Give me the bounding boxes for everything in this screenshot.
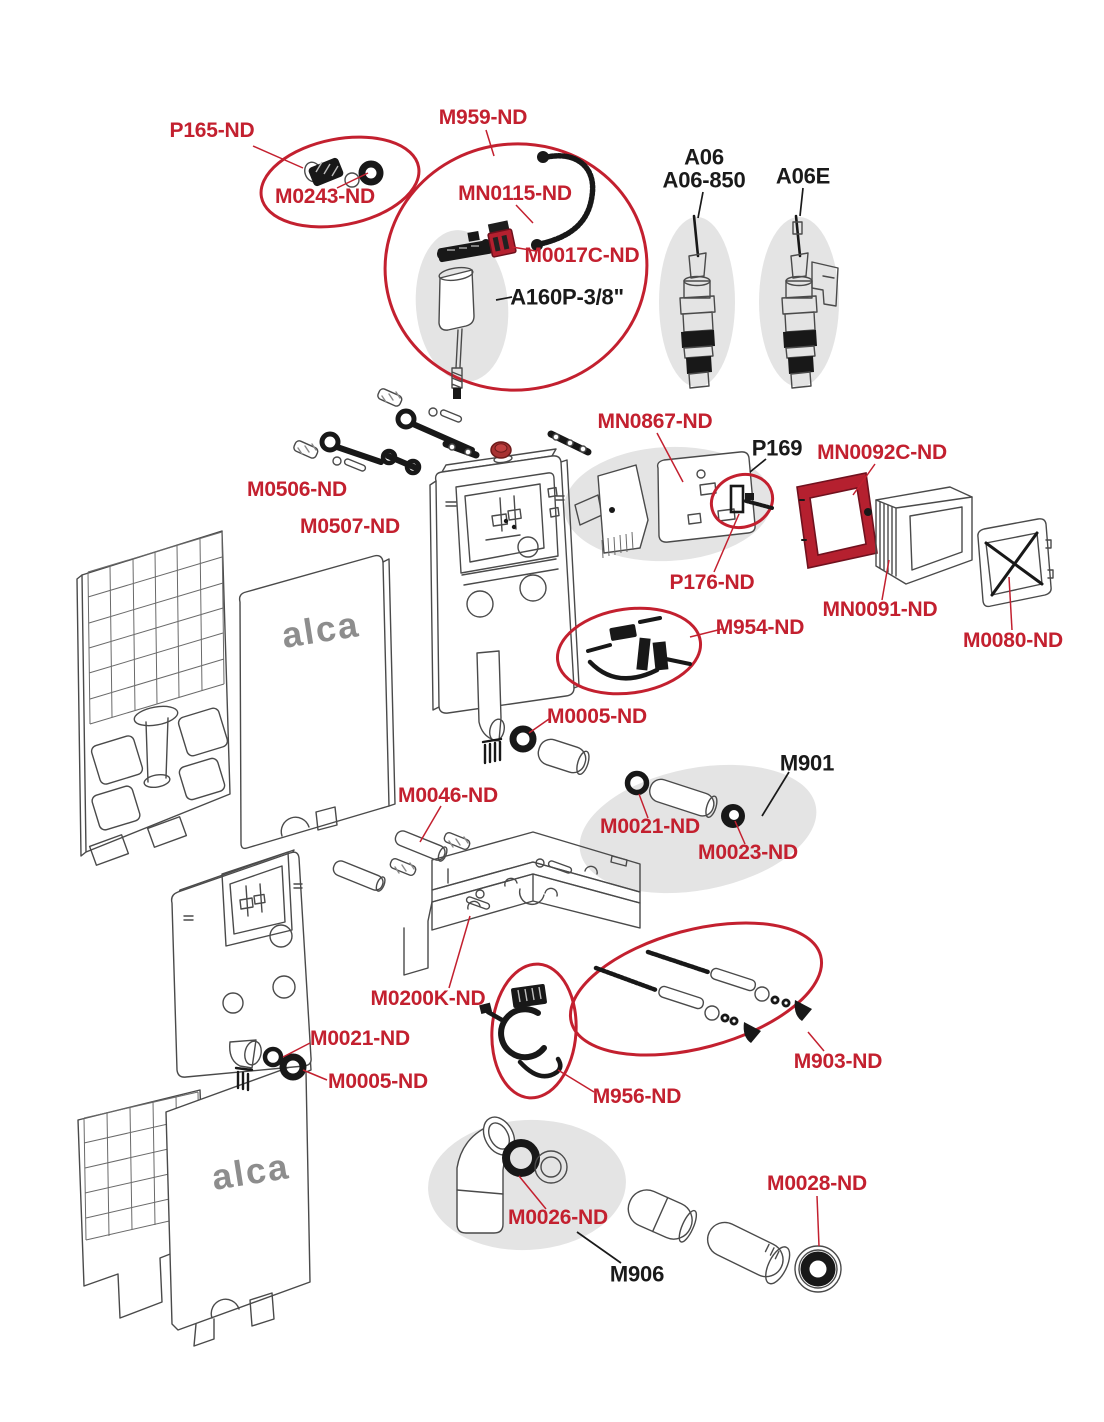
fill-valve-a160p: [437, 231, 493, 399]
red-ellipse-m954: [555, 606, 703, 696]
shadow-m901: [579, 764, 817, 894]
group-p165: [259, 135, 421, 229]
label-mn0091: MN0091-ND: [822, 597, 938, 621]
label-p165: P165-ND: [169, 118, 255, 142]
label-m0026: M0026-ND: [508, 1205, 608, 1229]
front-cover-bottom: alca: [165, 1054, 312, 1347]
label-m0017c: M0017C-ND: [524, 243, 640, 267]
label-m0021-lower: M0021-ND: [310, 1026, 410, 1050]
label-a160p: A160P-3/8": [510, 284, 624, 310]
red-ellipse-m959: [383, 142, 649, 392]
flush-elbow: [476, 650, 505, 765]
label-m0200k: M0200K-ND: [370, 986, 486, 1010]
red-cap: [490, 441, 512, 459]
label-p169: P169: [751, 435, 803, 461]
group-m903: [568, 921, 824, 1057]
hook-bolts: [319, 408, 475, 465]
cistern-lower: [170, 849, 312, 1092]
fitting-m0017c: [487, 220, 517, 258]
leader-lines-red: [252, 129, 1013, 1247]
label-m954: M954-ND: [715, 615, 805, 639]
part-mn0092c: [796, 472, 878, 569]
group-m0005-top: [509, 725, 590, 776]
part-m0080: [977, 518, 1054, 608]
part-p176: [729, 484, 774, 514]
label-mn0092c: MN0092C-ND: [817, 440, 947, 464]
insulation-panel-top: [76, 530, 231, 866]
label-a06-850: A06-850: [662, 167, 746, 193]
group-m901: [624, 770, 745, 828]
group-m956: [479, 962, 578, 1100]
inlet-hose-mn0115: [491, 151, 596, 253]
label-m959: M959-ND: [438, 105, 528, 129]
seal-m0026: [502, 1139, 540, 1177]
group-m954: [555, 606, 703, 696]
label-m0023: M0023-ND: [698, 840, 798, 864]
label-m0005-top: M0005-ND: [547, 704, 647, 728]
oring-m0243: [358, 160, 384, 186]
flush-elbow-lower: [229, 1039, 262, 1092]
group-m959: [383, 142, 649, 399]
label-m903: M903-ND: [793, 1049, 883, 1073]
label-p176: P176-ND: [669, 570, 755, 594]
label-m0506: M0506-ND: [247, 477, 347, 501]
connector-pipes: [627, 1189, 791, 1285]
shadow-a06e: [759, 217, 839, 387]
group-mn0867: [574, 451, 775, 559]
cartridge-a06e: [781, 214, 839, 389]
oring-m0021: [624, 770, 650, 796]
label-mn0115: MN0115-ND: [458, 181, 572, 205]
label-m901: M901: [779, 750, 835, 776]
front-cover-top: alca: [238, 554, 396, 850]
fasteners-m0506-m0507: [293, 388, 592, 476]
part-mn0091: [875, 486, 973, 585]
cartridge-a06: [679, 214, 716, 389]
red-ellipse-p165: [259, 135, 421, 229]
cistern-main: [429, 441, 580, 765]
link-plates: [380, 430, 592, 476]
red-ellipse-m903: [568, 921, 824, 1057]
label-m0046: M0046-ND: [398, 783, 498, 807]
label-m0507: M0507-ND: [300, 514, 400, 538]
red-circle-p176: [709, 472, 775, 530]
label-m0005-lower: M0005-ND: [328, 1069, 428, 1093]
group-m906: [456, 1116, 568, 1234]
label-a06e: A06E: [775, 163, 831, 189]
part-m0200k: [403, 831, 641, 976]
label-m956: M956-ND: [592, 1084, 682, 1108]
seal-m0028: [794, 1245, 842, 1293]
label-m0243: M0243-ND: [275, 184, 375, 208]
seal-m0005-lower: [279, 1053, 307, 1081]
label-m906: M906: [609, 1261, 665, 1287]
label-m0080: M0080-ND: [963, 628, 1063, 652]
label-m0021-m901: M0021-ND: [600, 814, 700, 838]
shadow-a06: [659, 217, 735, 387]
label-a06: A06: [684, 144, 724, 170]
leader-lines-black: [495, 187, 804, 1264]
oring-m0021-lower: [262, 1046, 284, 1068]
label-mn0867: MN0867-ND: [597, 409, 713, 433]
seal-m0005-top: [509, 725, 537, 753]
label-m0028: M0028-ND: [767, 1171, 867, 1195]
group-m0046: [332, 830, 573, 910]
